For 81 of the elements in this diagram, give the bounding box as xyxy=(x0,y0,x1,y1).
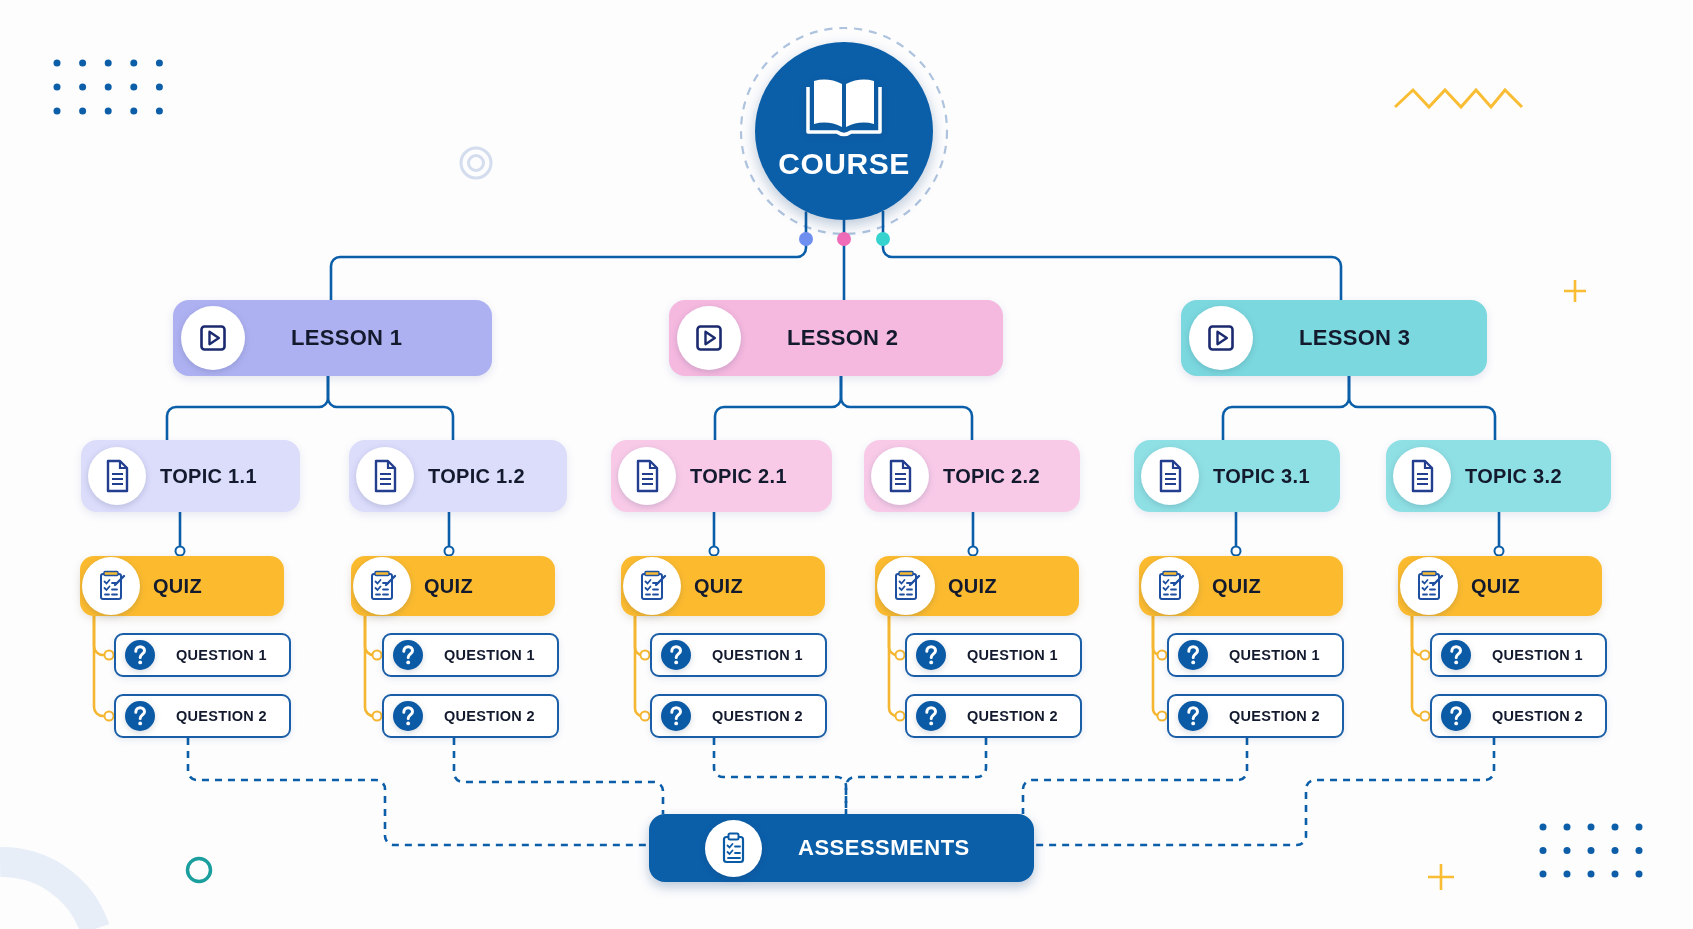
assessments-title: ASSESSMENTS xyxy=(798,835,970,861)
question-label: QUESTION 2 xyxy=(176,707,267,725)
lesson-box xyxy=(1181,300,1487,376)
dashed-connector xyxy=(712,738,848,814)
connector-line xyxy=(443,512,455,557)
quiz-box xyxy=(621,556,825,616)
question-label: QUESTION 2 xyxy=(1229,707,1320,725)
question-label: QUESTION 1 xyxy=(1492,646,1583,664)
dashed-connector xyxy=(186,738,649,847)
topic-box xyxy=(611,440,832,512)
question-box xyxy=(1430,694,1607,738)
topic-box xyxy=(1134,440,1340,512)
dashed-connector xyxy=(452,738,665,814)
question-box xyxy=(114,633,291,677)
quiz-box xyxy=(875,556,1079,616)
connector-line xyxy=(967,512,979,557)
topic-title: TOPIC 3.1 xyxy=(1213,464,1310,488)
connector-line xyxy=(1230,512,1242,557)
topic-box xyxy=(1386,440,1611,512)
lesson-box xyxy=(669,300,1003,376)
question-label: QUESTION 2 xyxy=(1492,707,1583,725)
quiz-title: QUIZ xyxy=(694,574,743,598)
topic-title: TOPIC 1.2 xyxy=(428,464,525,488)
topic-title: TOPIC 2.2 xyxy=(943,464,1040,488)
connector-line xyxy=(837,220,851,300)
quiz-box xyxy=(1398,556,1602,616)
question-box xyxy=(1167,694,1344,738)
connector-line xyxy=(887,616,906,722)
quiz-title: QUIZ xyxy=(1471,574,1520,598)
lesson-title: LESSON 3 xyxy=(1299,325,1411,351)
connector-line xyxy=(1151,616,1168,722)
question-label: QUESTION 1 xyxy=(176,646,267,664)
question-label: QUESTION 1 xyxy=(967,646,1058,664)
question-box xyxy=(114,694,291,738)
connector-line xyxy=(1410,616,1431,722)
topic-title: TOPIC 3.2 xyxy=(1465,464,1562,488)
question-label: QUESTION 2 xyxy=(712,707,803,725)
connector-line xyxy=(329,211,813,300)
topic-title: TOPIC 1.1 xyxy=(160,464,257,488)
question-label: QUESTION 2 xyxy=(967,707,1058,725)
question-box xyxy=(382,633,559,677)
quiz-box xyxy=(80,556,284,616)
question-label: QUESTION 1 xyxy=(444,646,535,664)
quiz-title: QUIZ xyxy=(424,574,473,598)
question-box xyxy=(905,633,1082,677)
connector-line xyxy=(363,616,383,722)
question-box xyxy=(1430,633,1607,677)
connector-line xyxy=(326,376,455,440)
question-box xyxy=(650,694,827,738)
connector-line xyxy=(1347,376,1497,440)
connector-line xyxy=(839,376,974,440)
connector-line xyxy=(174,512,186,557)
quiz-title: QUIZ xyxy=(153,574,202,598)
topic-box xyxy=(81,440,300,512)
topic-box xyxy=(864,440,1080,512)
topic-title: TOPIC 2.1 xyxy=(690,464,787,488)
course-title: COURSE xyxy=(778,146,910,182)
lesson-title: LESSON 1 xyxy=(291,325,403,351)
course-circle xyxy=(755,42,933,220)
question-box xyxy=(382,694,559,738)
question-box xyxy=(650,633,827,677)
quiz-box xyxy=(1139,556,1343,616)
question-label: QUESTION 1 xyxy=(712,646,803,664)
quiz-title: QUIZ xyxy=(948,574,997,598)
question-label: QUESTION 1 xyxy=(1229,646,1320,664)
question-label: QUESTION 2 xyxy=(444,707,535,725)
topic-box xyxy=(349,440,567,512)
dashed-connector xyxy=(1034,738,1496,847)
quiz-title: QUIZ xyxy=(1212,574,1261,598)
lesson-title: LESSON 2 xyxy=(787,325,899,351)
question-box xyxy=(1167,633,1344,677)
lesson-box xyxy=(173,300,492,376)
dashed-connector xyxy=(1021,738,1249,814)
connector-line xyxy=(876,211,1343,300)
connector-line xyxy=(708,512,720,557)
question-box xyxy=(905,694,1082,738)
connector-line xyxy=(633,616,651,722)
assessments-box xyxy=(649,814,1034,882)
connector-line xyxy=(92,616,115,722)
quiz-box xyxy=(351,556,555,616)
connector-line xyxy=(1493,512,1505,557)
